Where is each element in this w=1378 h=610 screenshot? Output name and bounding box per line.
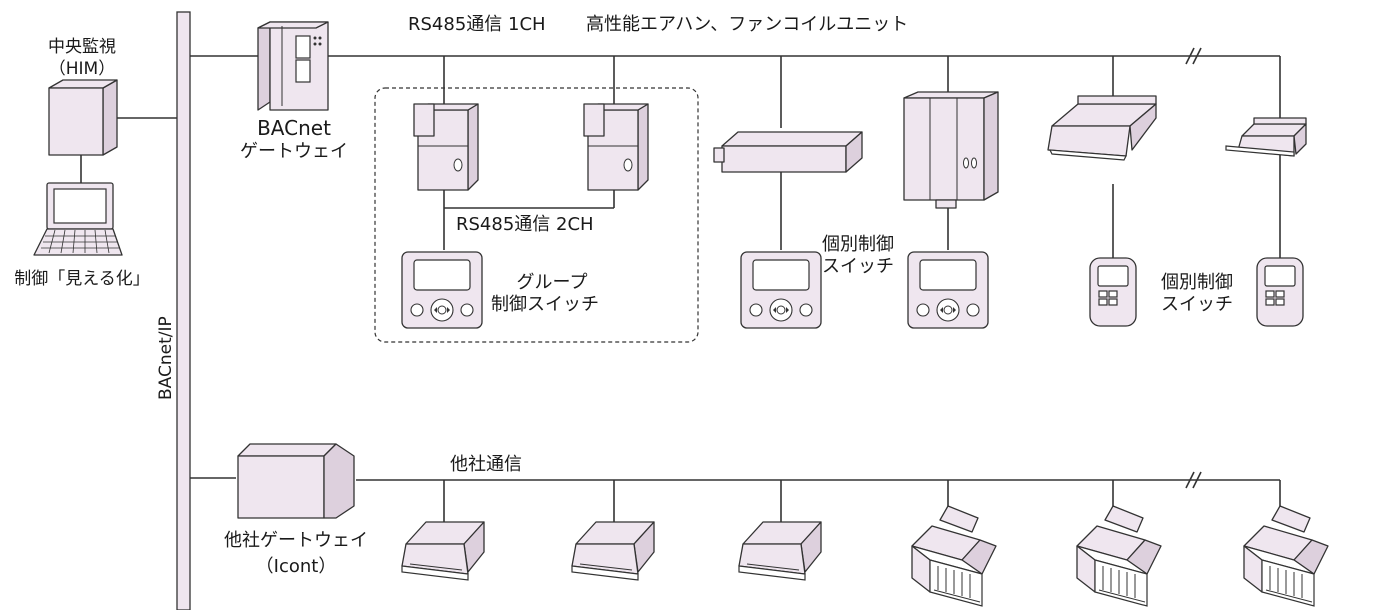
ceiling-cassette-icon (1047, 95, 1157, 161)
central-monitor-label: 中央監視 (48, 37, 116, 57)
group-switch-label-2: 制御スイッチ (491, 294, 599, 315)
laptop-icon (33, 182, 123, 256)
other-comm-label: 他社通信 (450, 454, 522, 475)
wireless-remote-icon (1256, 257, 1304, 327)
visualization-label: 制御「見える化」 (14, 269, 150, 289)
remote-controller-icon (907, 251, 989, 329)
rs485-1ch-label: RS485通信 1CH (408, 14, 546, 35)
four-way-cassette-icon (1243, 505, 1329, 607)
indiv-switch-b-label-1: 個別制御 (1161, 272, 1233, 293)
him-server-icon (48, 79, 118, 156)
bacnet-ip-bus (176, 11, 191, 610)
four-way-cassette-icon (911, 505, 997, 607)
bus-label: BACnet/IP (156, 316, 176, 400)
icont-label: （Icont） (256, 556, 337, 577)
air-handling-unit-icon (903, 91, 999, 209)
wireless-remote-icon (1089, 257, 1137, 327)
remote-controller-icon (740, 251, 822, 329)
group-remote-controller-icon (401, 251, 483, 329)
connection-lines (80, 47, 1281, 522)
ceiling-cassette-icon (1225, 117, 1307, 157)
other-gateway-label: 他社ゲートウェイ (224, 530, 368, 551)
ceiling-cassette-icon (401, 521, 485, 581)
ceiling-cassette-icon (738, 521, 822, 581)
bacnet-gateway-label-1: BACnet (257, 116, 331, 140)
bacnet-gateway-icon (257, 21, 329, 111)
him-label: （HIM） (49, 59, 115, 79)
group-switch-label-1: グループ (517, 272, 588, 293)
rs485-2ch-label: RS485通信 2CH (456, 214, 594, 235)
ceiling-cassette-icon (571, 521, 655, 581)
units-title-label: 高性能エアハン、ファンコイルユニット (586, 14, 908, 35)
indiv-switch-a-label-2: スイッチ (822, 256, 894, 277)
fan-coil-unit-icon (413, 103, 479, 191)
group-control-box (374, 87, 699, 343)
indiv-switch-b-label-2: スイッチ (1161, 294, 1233, 315)
bacnet-gateway-label-2: ゲートウェイ (240, 141, 348, 162)
fan-coil-unit-icon (583, 103, 649, 191)
other-gateway-icon (237, 443, 355, 519)
four-way-cassette-icon (1076, 505, 1162, 607)
indiv-switch-a-label-1: 個別制御 (822, 234, 894, 255)
duct-unit-icon (713, 131, 863, 173)
